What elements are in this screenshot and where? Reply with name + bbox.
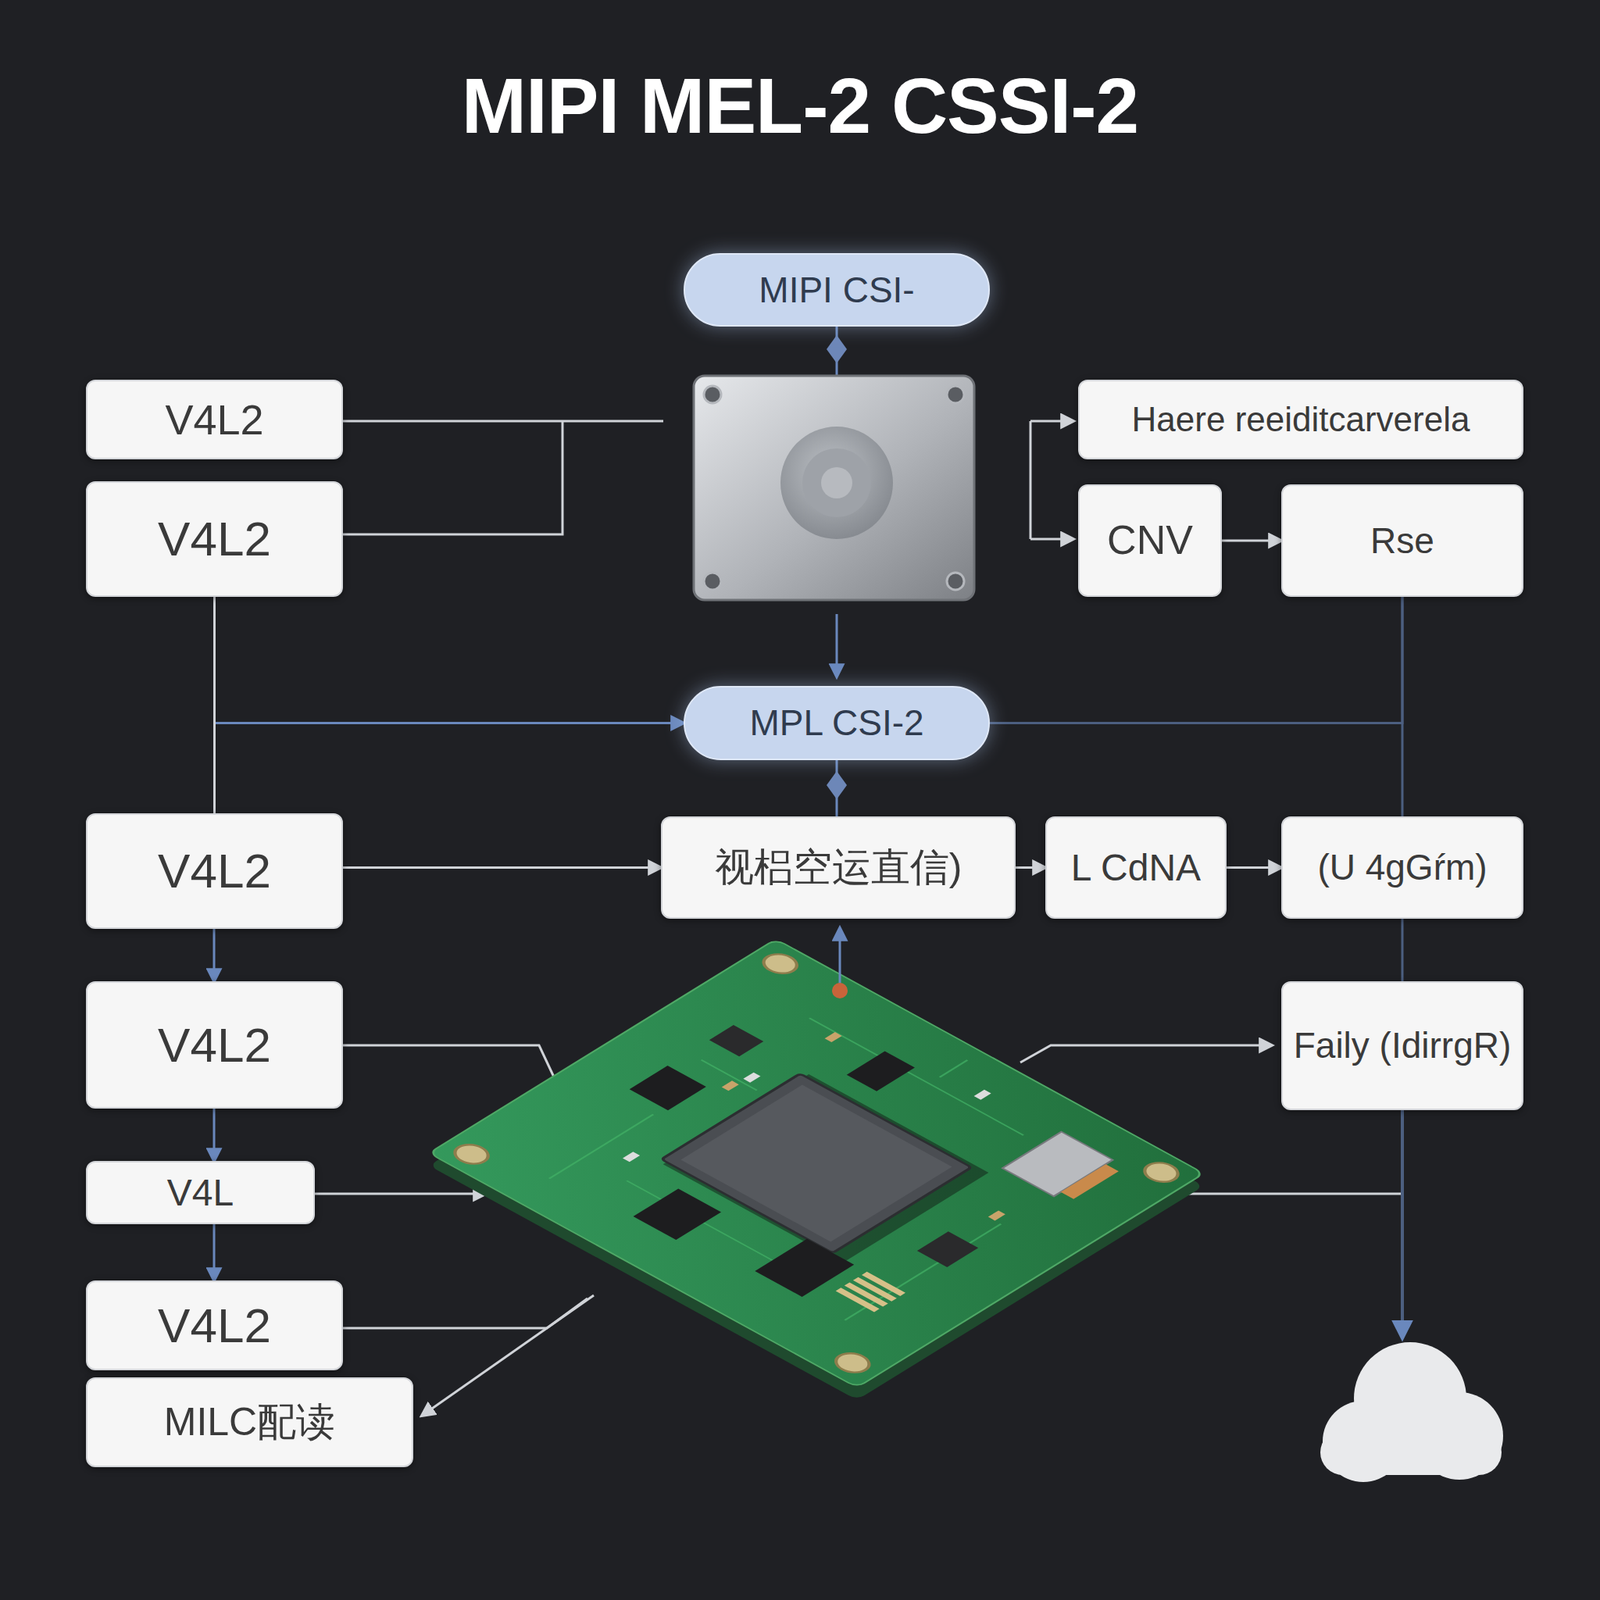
arrow-wire xyxy=(1020,1045,1272,1063)
connector-line xyxy=(1226,866,1282,869)
arrow-wire xyxy=(1030,538,1074,541)
node-text: V4L2 xyxy=(164,395,264,444)
header-pin xyxy=(861,1271,906,1297)
process-box: V4L xyxy=(85,1160,315,1225)
screw xyxy=(703,385,722,404)
bus-pill: MIPI CSI- xyxy=(683,253,990,327)
passive-part xyxy=(742,1072,761,1083)
passive-part xyxy=(974,1089,992,1100)
arrow-wire xyxy=(314,1192,486,1196)
camera-lens xyxy=(821,467,853,499)
connector xyxy=(1002,1132,1113,1197)
node-text: V4L xyxy=(167,1171,234,1215)
mounting-hole xyxy=(829,1349,877,1376)
node-text: MILC配读 xyxy=(164,1400,336,1446)
processor-chip xyxy=(680,1085,952,1243)
processor-chip xyxy=(661,1073,972,1254)
cloud-symbol xyxy=(1320,1342,1504,1483)
node-text: CNV xyxy=(1107,517,1193,565)
probe-dot xyxy=(832,982,848,999)
cloud-wire xyxy=(1400,1110,1404,1338)
arrow-wire xyxy=(835,614,839,677)
node-text: L CdNA xyxy=(1071,846,1201,890)
bracket-wire xyxy=(1029,421,1033,540)
connector-line xyxy=(342,866,661,869)
process-box: V4L2 xyxy=(85,481,343,597)
chip-shadow xyxy=(663,1074,990,1263)
node-text: Rse xyxy=(1370,520,1435,562)
process-box: Rse xyxy=(1281,484,1524,597)
circuit-board xyxy=(428,939,1204,1388)
ic-package xyxy=(709,1025,764,1057)
diagram-title: MIPI MEL-2 CSSI-2 xyxy=(461,61,1139,150)
process-box: Haere reeiditcarverela xyxy=(1078,379,1524,460)
node-text: V4L2 xyxy=(157,1297,272,1354)
mounting-hole xyxy=(1138,1158,1186,1186)
camera-lens xyxy=(802,448,872,518)
node-text: V4L2 xyxy=(157,1017,272,1073)
passive-part xyxy=(988,1210,1006,1221)
node-text: 视梠空运直信) xyxy=(714,845,963,891)
circuit-board xyxy=(428,939,1204,1388)
connector-line xyxy=(213,928,216,982)
ic-package xyxy=(629,1065,707,1111)
mounting-hole xyxy=(757,950,804,977)
connector-line xyxy=(1221,539,1282,543)
connector-line xyxy=(1401,596,1404,817)
connector-line xyxy=(1015,866,1046,869)
process-box: (U 4gGŕm) xyxy=(1281,816,1524,919)
bracket-wire xyxy=(342,421,664,535)
board-wire xyxy=(342,1045,557,1083)
passive-part xyxy=(825,1032,843,1043)
process-box: CNV xyxy=(1078,484,1222,597)
connector-contacts xyxy=(1060,1164,1119,1200)
screw xyxy=(946,572,965,590)
board-wire xyxy=(342,1298,588,1329)
connector-line xyxy=(213,596,216,814)
process-box: 视梠空运直信) xyxy=(660,816,1016,919)
process-box: L CdNA xyxy=(1045,816,1227,919)
node-text: MPL CSI-2 xyxy=(749,702,924,744)
node-text: Faily (IdirrgR) xyxy=(1293,1025,1512,1067)
ic-package xyxy=(917,1231,979,1268)
process-box: V4L2 xyxy=(85,1280,343,1371)
passive-part xyxy=(622,1151,640,1162)
node-text: MIPI CSI- xyxy=(758,269,915,311)
title-holder: MIPI MEL-2 CSSI-2 xyxy=(0,62,1600,149)
board-trace xyxy=(528,982,1126,1332)
arrow-wire xyxy=(421,1295,594,1416)
connector-line xyxy=(214,596,685,724)
process-box: V4L2 xyxy=(85,379,343,460)
connector-group xyxy=(214,540,1403,1281)
node-text: Haere reeiditcarverela xyxy=(1132,400,1471,440)
junction-diamond xyxy=(826,771,847,800)
process-box: V4L2 xyxy=(85,981,343,1109)
arrow-wire xyxy=(1030,420,1074,423)
junction-diamond xyxy=(826,335,847,364)
process-box: MILC配读 xyxy=(85,1377,414,1468)
connector-line xyxy=(989,596,1403,724)
mounting-hole xyxy=(448,1140,496,1168)
connector-line xyxy=(1401,918,1404,982)
process-box: Faily (IdirrgR) xyxy=(1281,981,1524,1111)
ic-package xyxy=(633,1189,722,1241)
bus-pill: MPL CSI-2 xyxy=(683,685,990,761)
node-text: V4L2 xyxy=(157,510,272,567)
process-box: V4L2 xyxy=(85,813,343,929)
ic-package xyxy=(754,1239,854,1297)
connector-line xyxy=(213,1224,216,1281)
camera-module xyxy=(693,375,975,600)
node-text: (U 4gGŕm) xyxy=(1317,846,1487,889)
camera-lens xyxy=(780,426,893,540)
passive-part xyxy=(721,1080,740,1091)
cloud-part xyxy=(1320,1429,1502,1475)
ic-package xyxy=(846,1051,915,1092)
arrow-wire xyxy=(839,928,842,986)
screw xyxy=(703,572,722,590)
screw xyxy=(946,385,965,404)
node-text: V4L2 xyxy=(157,842,272,899)
connector-line xyxy=(213,1108,216,1161)
